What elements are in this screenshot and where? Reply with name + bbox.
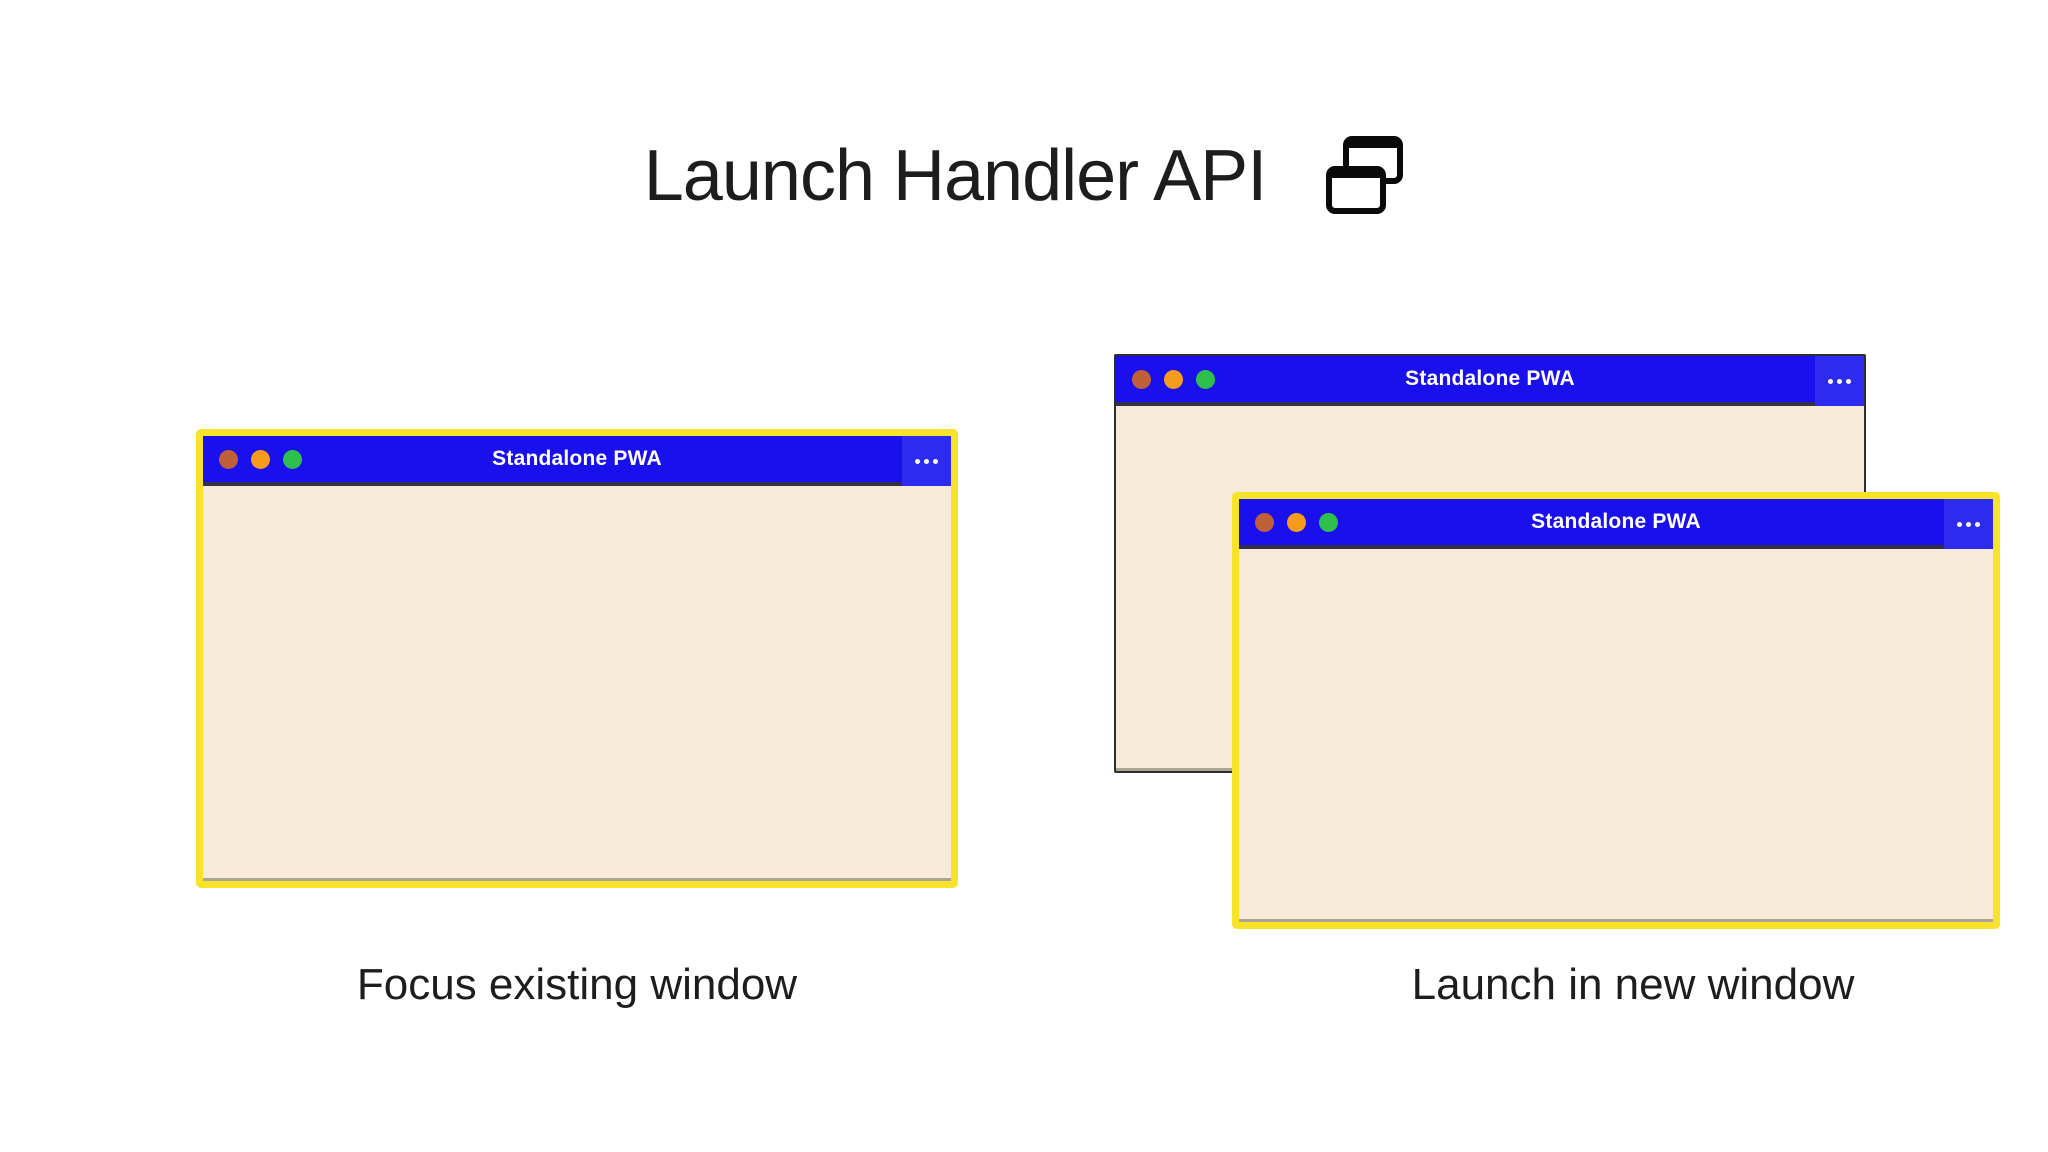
traffic-lights: [1116, 369, 1215, 389]
maximize-button-icon[interactable]: [1196, 369, 1215, 389]
ellipsis-icon: [1966, 521, 1971, 527]
close-button-icon[interactable]: [1132, 369, 1151, 389]
ellipsis-icon: [924, 458, 929, 464]
overflow-menu-button[interactable]: [1815, 356, 1864, 406]
window-title: Standalone PWA: [1531, 510, 1701, 533]
maximize-button-icon[interactable]: [1319, 512, 1338, 532]
ellipsis-icon: [1837, 378, 1842, 384]
minimize-button-icon[interactable]: [1287, 512, 1306, 532]
titlebar: Standalone PWA: [203, 436, 951, 486]
header: Launch Handler API: [0, 128, 2048, 224]
pwa-window-focused: Standalone PWA: [196, 429, 958, 888]
overflow-menu-button[interactable]: [1944, 499, 1993, 549]
front-window-glyph: [1326, 166, 1387, 214]
window-content: [1239, 549, 1993, 922]
ellipsis-icon: [1828, 378, 1833, 384]
ellipsis-icon: [1957, 521, 1962, 527]
close-button-icon[interactable]: [1255, 512, 1274, 532]
maximize-button-icon[interactable]: [283, 449, 302, 469]
minimize-button-icon[interactable]: [1164, 369, 1183, 389]
close-button-icon[interactable]: [219, 449, 238, 469]
minimize-button-icon[interactable]: [251, 449, 270, 469]
titlebar: Standalone PWA: [1239, 499, 1993, 549]
overlapping-windows-icon: [1326, 136, 1404, 216]
window-title: Standalone PWA: [1405, 367, 1575, 390]
traffic-lights: [1239, 512, 1338, 532]
ellipsis-icon: [1975, 521, 1980, 527]
window-content: [203, 486, 951, 881]
ellipsis-icon: [1846, 378, 1851, 384]
pwa-window-new: Standalone PWA: [1232, 492, 2000, 929]
ellipsis-icon: [933, 458, 938, 464]
page-title: Launch Handler API: [643, 136, 1267, 216]
titlebar: Standalone PWA: [1116, 356, 1864, 406]
overflow-menu-button[interactable]: [902, 436, 951, 486]
window-title: Standalone PWA: [492, 447, 662, 470]
ellipsis-icon: [915, 458, 920, 464]
caption-focus-existing-window: Focus existing window: [356, 960, 798, 1009]
traffic-lights: [203, 449, 302, 469]
caption-launch-in-new-window: Launch in new window: [1411, 960, 1855, 1009]
